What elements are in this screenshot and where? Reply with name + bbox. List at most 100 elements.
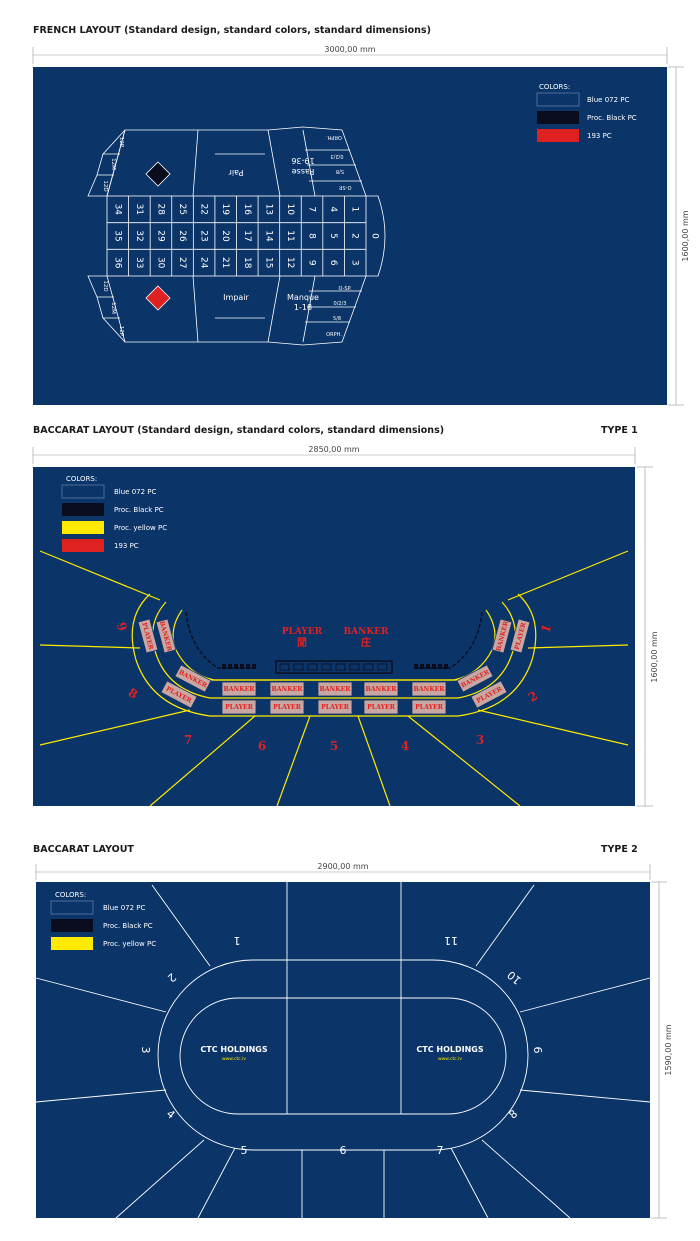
french-number-15: 15 <box>263 257 273 268</box>
french-number-13: 13 <box>263 204 273 215</box>
french-red-diamond <box>145 285 171 311</box>
svg-text:PLAYER: PLAYER <box>415 704 444 711</box>
french-number-10: 10 <box>285 204 295 216</box>
french-swatch-red <box>537 129 579 142</box>
french-top-58: 5/8 <box>336 168 344 174</box>
bac1-banker-cell-3: BANKER <box>317 681 353 697</box>
bac1-commission-box <box>444 664 448 669</box>
bac1-swatch-yellow <box>62 521 104 534</box>
french-manque-range: 1-18 <box>294 303 312 312</box>
bac1-width-dimension <box>32 447 636 464</box>
bac1-player-label: PLAYER <box>282 627 323 637</box>
french-passe: Passe <box>292 167 315 176</box>
bac1-seat-6: 6 <box>258 739 266 753</box>
french-number-12: 12 <box>285 257 295 268</box>
bac2-width-label: 2900,00 mm <box>317 862 368 871</box>
svg-text:BANKER: BANKER <box>366 686 398 693</box>
bac1-commission-box <box>240 664 244 669</box>
french-number-34: 34 <box>112 204 122 216</box>
bac1-player-cell-3: PLAYER <box>317 699 353 715</box>
bac1-commission-box <box>438 664 442 669</box>
french-top-osp: O-SP. <box>338 184 351 190</box>
french-bottom-bets-area <box>106 275 367 346</box>
french-number-2: 2 <box>350 233 360 239</box>
french-number-27: 27 <box>177 257 187 268</box>
french-12d-top: 12D <box>102 180 108 191</box>
french-manque: Manque <box>287 293 319 302</box>
bac1-legend-yellow: Proc. yellow PC <box>114 524 167 532</box>
bac1-seat-5: 5 <box>330 739 338 753</box>
french-number-23: 23 <box>199 230 209 241</box>
bac1-card-boxes <box>185 611 483 674</box>
bac2-table-lines <box>35 882 651 1219</box>
bac2-seat-11: 11 <box>444 934 458 947</box>
bac1-player-cell-9: PLAYER <box>137 618 159 654</box>
french-number-26: 26 <box>177 230 187 242</box>
french-bottom-osp: O-SP. <box>339 286 352 292</box>
bac1-commission-box <box>321 663 332 671</box>
french-number-31: 31 <box>134 204 144 215</box>
french-swatch-blue <box>536 92 580 107</box>
french-number-5: 5 <box>328 233 338 239</box>
bac2-legend-title: COLORS: <box>55 891 86 899</box>
svg-text:PLAYER: PLAYER <box>321 704 350 711</box>
bac1-commission-box <box>293 663 304 671</box>
bac1-commission-box <box>252 664 256 669</box>
bac1-commission-box <box>414 664 418 669</box>
bac2-height-dimension <box>651 881 667 1219</box>
french-douzaines-bottom: 12D 12M 12P <box>102 280 124 336</box>
bac1-player-cell-1: PLAYER <box>221 699 257 715</box>
bac1-height-label: 1600,00 mm <box>650 631 659 682</box>
french-number-24: 24 <box>199 257 209 269</box>
french-12m-top: 12M <box>110 158 116 170</box>
bac1-player-cell-5: PLAYER <box>411 699 447 715</box>
french-bottom-58: 5/8 <box>333 316 341 322</box>
bac1-commission-box <box>432 664 436 669</box>
french-number-14: 14 <box>263 230 273 242</box>
bac2-seat-3: 3 <box>139 1047 152 1054</box>
bac2-felt <box>36 882 650 1218</box>
french-zero: 0 <box>370 233 380 239</box>
french-legend-blue: Blue 072 PC <box>587 96 630 104</box>
french-top-small-bets: ORPH. 0/2/3 5/8 O-SP. <box>326 134 352 190</box>
french-top-orph: ORPH. <box>326 134 342 140</box>
bac2-legend-black: Proc. Black PC <box>103 922 153 930</box>
french-number-16: 16 <box>242 204 252 216</box>
french-number-35: 35 <box>112 230 122 241</box>
french-number-7: 7 <box>307 206 317 212</box>
bac1-commission-box <box>420 664 424 669</box>
french-legend-red: 193 PC <box>587 132 612 140</box>
french-number-17: 17 <box>242 230 252 241</box>
french-number-29: 29 <box>155 230 165 242</box>
french-legend-black: Proc. Black PC <box>587 114 637 122</box>
bac1-legend-blue: Blue 072 PC <box>114 488 157 496</box>
french-number-19: 19 <box>220 204 230 216</box>
bac1-commission-box <box>279 663 290 671</box>
french-bottom-small-bets: O-SP. 0/2/3 5/8 ORPH. <box>326 286 352 338</box>
french-swatch-black <box>537 111 579 124</box>
bac2-seat-7: 7 <box>437 1144 444 1157</box>
bac1-commission-box <box>363 663 374 671</box>
bac2-logo-right-name: CTC HOLDINGS <box>416 1045 483 1054</box>
bac2-legend-yellow: Proc. yellow PC <box>103 940 156 948</box>
french-impair: Impair <box>223 293 249 302</box>
french-number-30: 30 <box>155 257 165 269</box>
bac1-width-label: 2850,00 mm <box>308 445 359 454</box>
french-pair: Pair <box>228 168 244 177</box>
bac1-swatch-red <box>62 539 104 552</box>
french-12p-bottom: 12P <box>118 326 124 337</box>
french-height-label: 1600,00 mm <box>681 210 690 261</box>
bac2-swatch-yellow <box>51 937 93 950</box>
bac2-height-label: 1590,00 mm <box>664 1024 673 1075</box>
french-bottom-orph: ORPH. <box>326 332 342 338</box>
bac2-logo-left-url: www.ctc.lv <box>222 1056 246 1062</box>
bac2-logo-left-name: CTC HOLDINGS <box>200 1045 267 1054</box>
french-width-label: 3000,00 mm <box>324 45 375 54</box>
bac1-commission-box <box>307 663 318 671</box>
french-12p-top: 12P <box>118 137 124 148</box>
svg-text:BANKER: BANKER <box>272 686 304 693</box>
bac1-swatch-blue <box>61 484 105 499</box>
bac2-inner-oval <box>179 997 507 1115</box>
bac2-swatch-blue <box>50 900 94 915</box>
